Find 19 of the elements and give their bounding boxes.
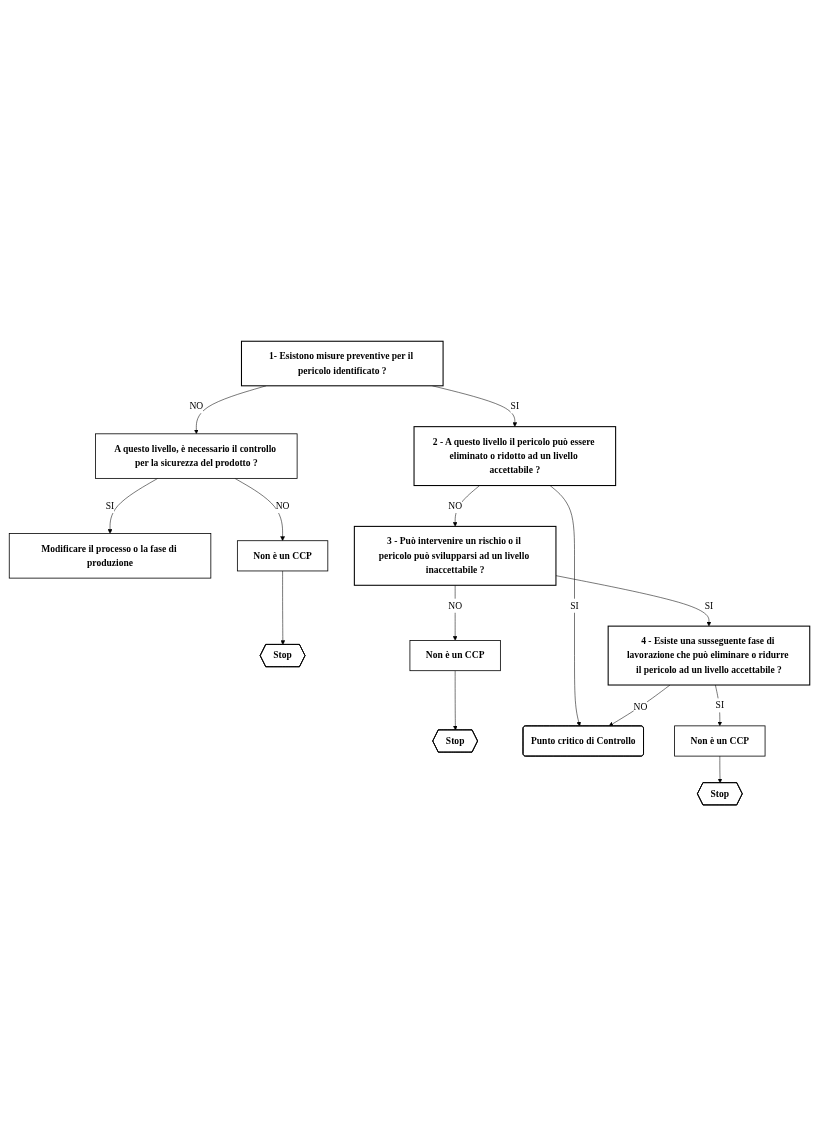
- edge-label: NO: [448, 600, 463, 611]
- node-box: 4 - Esiste una susseguente fase di lavorazione che può eliminare o ridurre il pericolo ad un livello accettabile ?: [607, 625, 811, 686]
- node-box: Non è un CCP: [236, 540, 329, 572]
- node-box: Modificare il processo o la fase di produzione: [8, 533, 212, 579]
- edge-label: SI: [510, 400, 520, 412]
- node-box: Non è un CCP: [674, 725, 766, 757]
- node-box: Non è un CCP: [409, 640, 501, 671]
- node-box: 1- Esistono misure preventive per il pericolo identificato ?: [240, 340, 444, 387]
- edge-label: SI: [704, 600, 714, 611]
- edge-label: NO: [275, 500, 290, 511]
- edge-label: NO: [633, 701, 648, 712]
- edge-label: NO: [189, 400, 204, 412]
- node-box: A questo livello, è necessario il controllo per la sicurezza del prodotto ?: [95, 433, 298, 479]
- node-box: 2 - A questo livello il pericolo può essere eliminato o ridotto ad un livello accettabile ?: [413, 426, 617, 486]
- edge-label: NO: [448, 500, 463, 511]
- edge-label: SI: [570, 600, 579, 611]
- edge-label: SI: [105, 500, 115, 511]
- node-box: 3 - Può intervenire un rischio o il pericolo può svilupparsi ad un livello inaccettabile ?: [353, 525, 557, 586]
- edge-label: SI: [715, 699, 725, 711]
